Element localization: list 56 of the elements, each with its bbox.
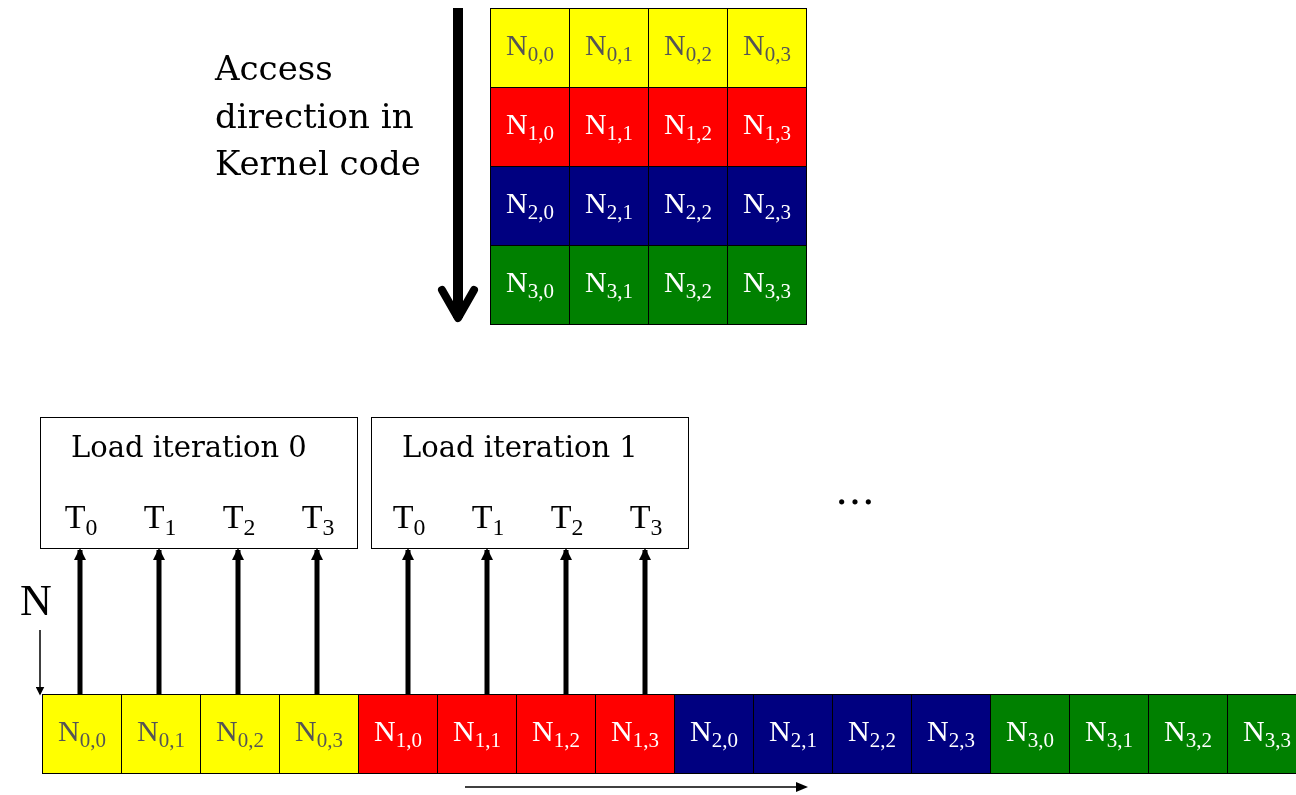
arrow xyxy=(560,548,572,694)
memory-cell: N$_{3,2}$ xyxy=(1148,694,1228,774)
arrow xyxy=(311,548,323,694)
iteration-box xyxy=(40,417,358,549)
memory-cell: N$_{3,1}$ xyxy=(569,245,649,325)
memory-cell: N$_{3,3}$ xyxy=(727,245,807,325)
memory-cell: N$_{2,2}$ xyxy=(648,166,728,246)
arrow xyxy=(402,548,414,694)
thread-label: T$_{1}$ xyxy=(468,498,508,549)
memory-cell: N$_{0,1}$ xyxy=(569,8,649,88)
arrow xyxy=(153,548,165,694)
memory-cell: N$_{1,3}$ xyxy=(727,87,807,167)
iteration-heading: Load iteration 0 xyxy=(71,430,307,464)
memory-cell: N$_{2,1}$ xyxy=(569,166,649,246)
memory-cell: N$_{3,3}$ xyxy=(1227,694,1296,774)
thread-label: T$_{0}$ xyxy=(61,498,101,549)
arrow xyxy=(481,548,493,694)
memory-cell: N$_{2,0}$ xyxy=(674,694,754,774)
memory-cell: N$_{2,2}$ xyxy=(832,694,912,774)
ellipsis: … xyxy=(835,466,876,515)
memory-cell: N$_{0,0}$ xyxy=(490,8,570,88)
memory-cell: N$_{2,3}$ xyxy=(911,694,991,774)
arrow xyxy=(639,548,651,694)
memory-cell: N$_{0,1}$ xyxy=(121,694,201,774)
size-label: N xyxy=(14,575,58,630)
axis-caption: Access direction in Kernel code xyxy=(215,47,422,186)
memory-cell: N$_{2,0}$ xyxy=(490,166,570,246)
thread-label: T$_{2}$ xyxy=(219,498,259,549)
arrow xyxy=(74,548,86,694)
arrow xyxy=(35,629,45,696)
memory-cell: N$_{1,2}$ xyxy=(516,694,596,774)
memory-cell: N$_{0,2}$ xyxy=(200,694,280,774)
iteration-box xyxy=(371,417,689,549)
thread-label: T$_{1}$ xyxy=(140,498,180,549)
memory-cell: N$_{3,0}$ xyxy=(490,245,570,325)
thread-label: T$_{3}$ xyxy=(298,498,338,549)
memory-cell: N$_{1,3}$ xyxy=(595,694,675,774)
memory-cell: N$_{3,1}$ xyxy=(1069,694,1149,774)
iteration-heading: Load iteration 1 xyxy=(402,430,638,464)
arrow xyxy=(232,548,244,694)
memory-cell: N$_{0,3}$ xyxy=(727,8,807,88)
memory-cell: N$_{2,1}$ xyxy=(753,694,833,774)
memory-cell: N$_{0,3}$ xyxy=(279,694,359,774)
memory-cell: N$_{1,0}$ xyxy=(358,694,438,774)
memory-cell: N$_{0,0}$ xyxy=(42,694,122,774)
thread-label: T$_{0}$ xyxy=(389,498,429,549)
memory-cell: N$_{1,1}$ xyxy=(437,694,517,774)
thread-label: T$_{2}$ xyxy=(547,498,587,549)
memory-cell: N$_{3,2}$ xyxy=(648,245,728,325)
memory-cell: N$_{2,3}$ xyxy=(727,166,807,246)
memory-cell: N$_{0,2}$ xyxy=(648,8,728,88)
memory-cell: N$_{1,1}$ xyxy=(569,87,649,167)
memory-cell: N$_{1,0}$ xyxy=(490,87,570,167)
memory-cell: N$_{1,2}$ xyxy=(648,87,728,167)
thread-label: T$_{3}$ xyxy=(626,498,666,549)
memory-cell: N$_{3,0}$ xyxy=(990,694,1070,774)
